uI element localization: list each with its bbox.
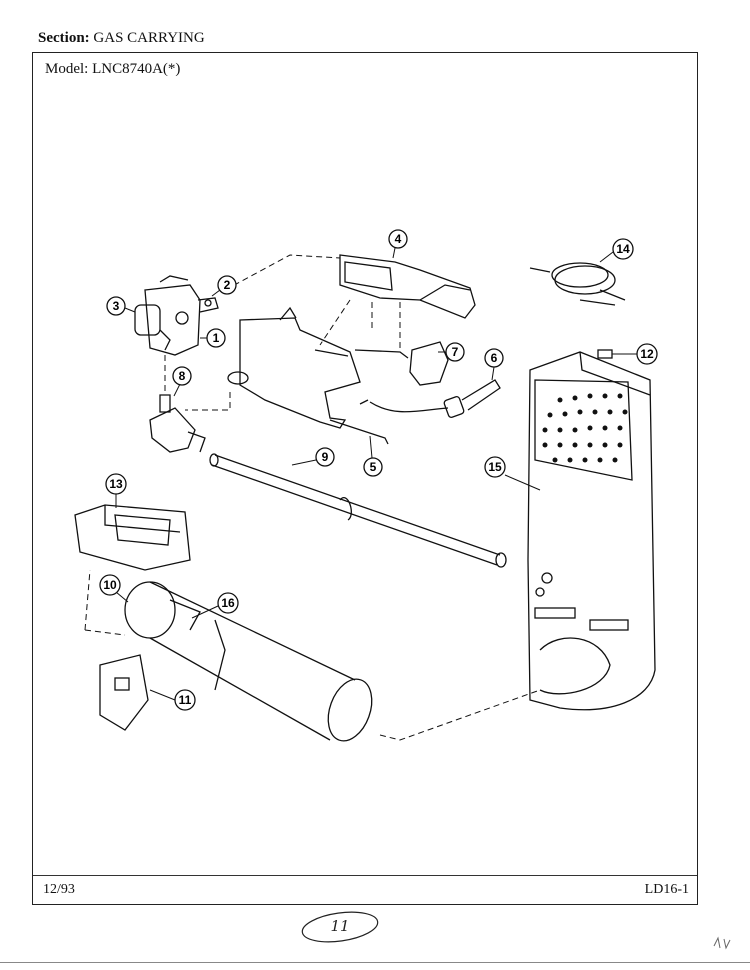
burner-housing-icon (74, 504, 191, 571)
callout-3: 3 (106, 296, 136, 316)
callout-label: 16 (221, 596, 235, 610)
corner-scribble (712, 936, 734, 953)
section-header: Section: GAS CARRYING (38, 30, 205, 47)
heater-housing-icon (527, 351, 656, 711)
assembly-lines (84, 254, 541, 741)
callout-1: 1 (200, 328, 226, 348)
callout-label: 13 (109, 477, 123, 491)
callout-label: 11 (179, 693, 192, 707)
callout-label: 4 (395, 232, 402, 246)
callout-2: 2 (211, 275, 237, 297)
footer-divider (33, 875, 697, 876)
support-bracket-icon (99, 654, 149, 731)
callout-label: 14 (616, 242, 630, 256)
wire-harness-icon (529, 262, 626, 306)
callout-13: 13 (105, 473, 127, 508)
callout-7: 7 (438, 342, 465, 362)
callout-label: 6 (491, 351, 498, 365)
callout-9: 9 (291, 447, 335, 467)
callout-4: 4 (388, 229, 408, 259)
bracket-icon (227, 306, 389, 445)
page-edge-rule (0, 962, 750, 963)
diagram-frame: Model: LNC8740A(*) 12/93 LD16-1 (32, 52, 698, 905)
model-value: LNC8740A(*) (92, 61, 181, 77)
callout-label: 2 (224, 278, 231, 292)
callouts: 1 2 3 4 5 6 7 8 9 10 11 12 13 14 15 16 (99, 229, 658, 711)
footer-page-code: LD16-1 (644, 882, 689, 897)
thermal-cutoff-icon (597, 349, 613, 359)
callout-label: 7 (452, 345, 459, 359)
callout-11: 11 (149, 689, 196, 711)
mount-plate-icon (354, 341, 449, 386)
burner-tube-icon (209, 453, 507, 568)
heater-vent-grid (542, 393, 628, 463)
valve-fitting-icon (149, 394, 206, 453)
callout-label: 3 (113, 299, 120, 313)
callout-label: 9 (322, 450, 329, 464)
callout-16: 16 (191, 592, 239, 619)
footer-date: 12/93 (43, 882, 75, 897)
callout-5: 5 (363, 435, 383, 477)
ignitor-icon (359, 379, 501, 418)
callout-label: 1 (213, 331, 220, 345)
callout-label: 10 (103, 578, 117, 592)
callout-label: 5 (370, 460, 377, 474)
callout-15: 15 (484, 456, 541, 491)
callout-6: 6 (484, 348, 504, 381)
gas-valve-icon (134, 275, 219, 356)
callout-14: 14 (599, 238, 634, 263)
model-line: Model: LNC8740A(*) (45, 61, 180, 78)
callout-label: 12 (640, 347, 654, 361)
section-value: GAS CARRYING (93, 30, 205, 46)
burner-bracket-icon (339, 254, 476, 319)
callout-10: 10 (99, 574, 129, 603)
handwritten-page-number: 11 (330, 917, 349, 935)
section-label: Section: (38, 30, 90, 46)
callout-8: 8 (172, 366, 192, 397)
callout-12: 12 (612, 343, 658, 365)
model-label: Model: (45, 61, 89, 77)
combustion-chamber-icon (124, 581, 373, 742)
callout-label: 15 (488, 460, 502, 474)
handwritten-page-oval: 11 (301, 911, 379, 943)
callout-label: 8 (179, 369, 186, 383)
